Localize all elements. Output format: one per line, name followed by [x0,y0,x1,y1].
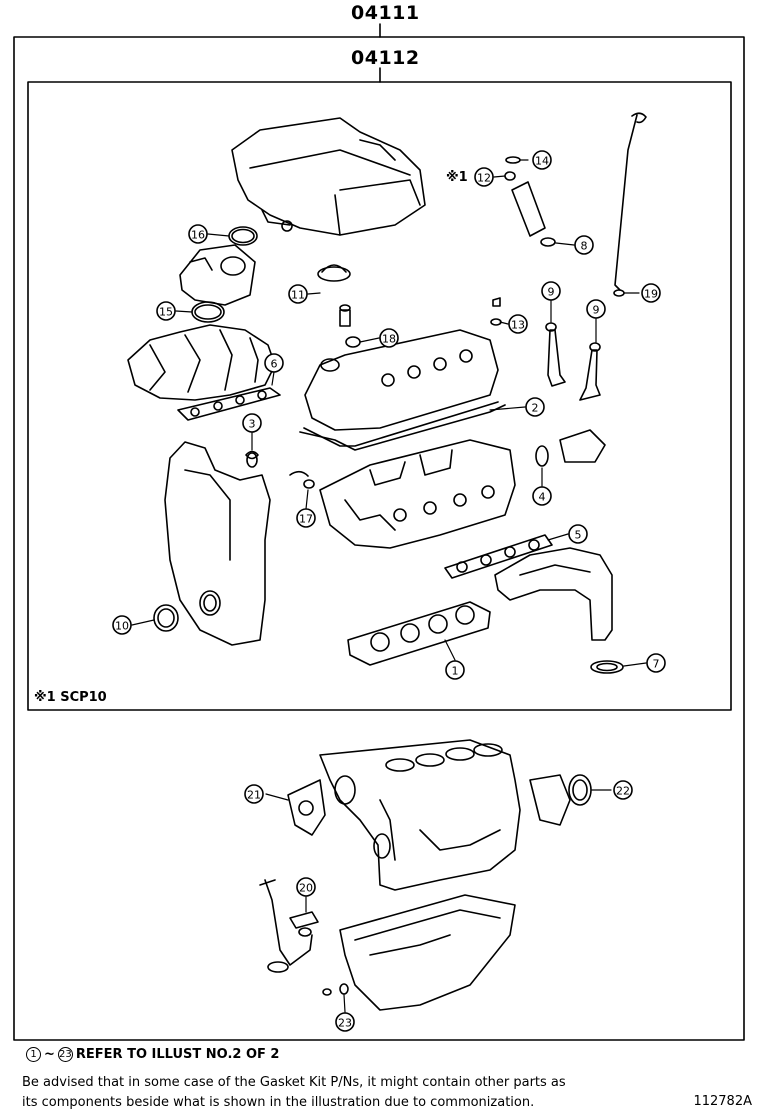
svg-text:7: 7 [653,658,660,671]
svg-text:9: 9 [548,286,555,299]
callout-15: 15 [156,301,176,321]
callout-19: 19 [641,283,661,303]
illustration-code: 112782A [693,1094,752,1109]
footer-reference: 1 ~ 23 REFER TO ILLUST NO.2 OF 2 [26,1047,279,1062]
callout-4: 4 [532,486,552,506]
callout-12: 12 [474,167,494,187]
inner-kit-frame [27,81,732,711]
footer-ref-to: 23 [57,1047,73,1062]
svg-text:6: 6 [271,358,278,371]
svg-text:3: 3 [249,418,256,431]
intake-plenum-drawing [231,117,426,236]
svg-text:22: 22 [616,785,630,798]
advisory-line-1: Be advised that in some case of the Gask… [22,1075,566,1090]
callout-9-a: 9 [541,281,561,301]
footer-ref-separator: ~ [44,1047,55,1062]
callout-10: 10 [112,615,132,635]
svg-text:23: 23 [338,1017,352,1030]
advisory-line-2: its components beside what is shown in t… [22,1095,535,1110]
callout-9-b: 9 [586,299,606,319]
cylinder-head-cover-drawing [299,264,506,451]
callout-7: 7 [646,653,666,673]
svg-text:5: 5 [575,529,582,542]
svg-text:20: 20 [299,882,313,895]
callout-11: 11 [288,284,308,304]
callout-17: 17 [296,508,316,528]
callout-22: 22 [613,780,633,800]
svg-text:21: 21 [247,789,261,802]
callout-21: 21 [244,784,264,804]
callout-12-prefix: ※1 [446,170,468,185]
callout-18: 18 [379,328,399,348]
callout-2: 2 [525,397,545,417]
svg-text:10: 10 [115,620,129,633]
svg-text:11: 11 [291,289,305,302]
svg-text:18: 18 [382,333,396,346]
outer-kit-frame [13,36,745,1041]
inner-kit-code: 04112 [351,47,420,69]
outer-kit-code: 04111 [351,2,420,24]
svg-text:17: 17 [299,513,313,526]
callout-20: 20 [296,877,316,897]
intake-manifold-drawing [127,324,281,421]
callout-6: 6 [264,353,284,373]
svg-text:8: 8 [581,240,588,253]
callout-5: 5 [568,524,588,544]
svg-text:13: 13 [511,319,525,332]
svg-text:19: 19 [644,288,658,301]
footer-ref-from: 1 [26,1047,41,1062]
footer-ref-text: REFER TO ILLUST NO.2 OF 2 [75,1047,280,1062]
cylinder-block-drawing [287,739,592,891]
timing-cover-drawing [153,441,271,646]
svg-text:12: 12 [477,172,491,185]
callout-8: 8 [574,235,594,255]
callout-23: 23 [335,1012,355,1032]
svg-text:14: 14 [535,155,549,168]
oil-pan-drawing [259,879,516,1011]
svg-text:4: 4 [539,491,546,504]
callout-1: 1 [445,660,465,680]
exhaust-manifold-drawing [444,429,624,674]
svg-text:16: 16 [191,229,205,242]
callout-leaders [131,159,647,1013]
advisory-note: Be advised that in some case of the Gask… [22,1073,662,1113]
head-gasket-drawing [347,601,491,666]
callout-16: 16 [188,224,208,244]
model-note: ※1 SCP10 [34,690,107,705]
svg-text:15: 15 [159,306,173,319]
cylinder-head-drawing [289,439,516,549]
callout-14: 14 [532,150,552,170]
svg-text:9: 9 [593,304,600,317]
svg-text:2: 2 [532,402,539,415]
injector-valve-dipstick-drawing [345,112,647,401]
throttle-body-drawing [179,226,258,323]
svg-text:1: 1 [452,665,459,678]
callout-13: 13 [508,314,528,334]
callout-3: 3 [242,413,262,433]
